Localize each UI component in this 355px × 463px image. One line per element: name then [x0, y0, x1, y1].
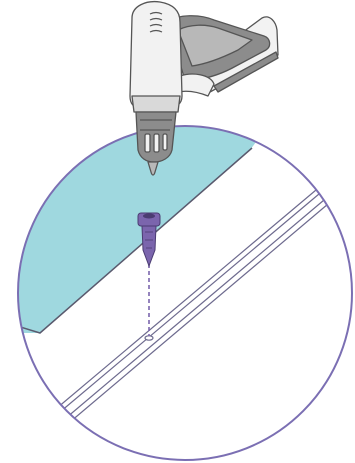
detail-magnifier [0, 110, 352, 460]
screw-hole [145, 336, 153, 340]
